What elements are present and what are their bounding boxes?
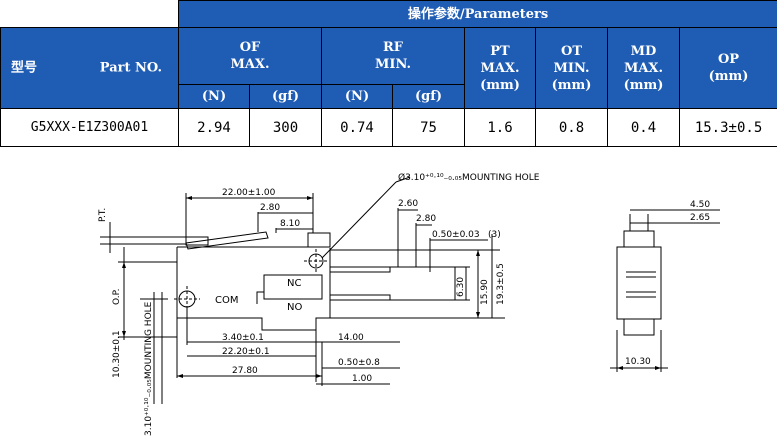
model-label-en: Part NO.	[99, 60, 162, 76]
ot-name: OT	[561, 43, 582, 59]
model-label-zh: 型号	[11, 60, 38, 76]
rf-header: RF MIN.	[321, 27, 465, 85]
dim-2-80b: 2.80	[416, 214, 436, 224]
dim-2-60: 2.60	[398, 199, 418, 209]
terminal-lower	[329, 294, 391, 301]
pt-value: 1.6	[464, 108, 536, 147]
op-header: OP (mm)	[678, 27, 777, 109]
rf-unit-gf: (gf)	[392, 84, 465, 109]
dim-1-00: 1.00	[352, 374, 372, 384]
plunger	[307, 232, 331, 248]
ot-unit: (mm)	[551, 77, 592, 93]
rf-sub: MIN.	[374, 57, 412, 72]
nc-label: NC	[287, 278, 301, 289]
of-name: OF	[239, 40, 261, 55]
dim-19-3: 19.3±0.5	[496, 263, 506, 305]
dim-22-00: 22.00±1.00	[222, 188, 276, 198]
rf-gf-value: 75	[392, 108, 465, 147]
rf-n-value: 0.74	[321, 108, 393, 147]
dim-mounting-hole-vertical: 3.10⁺⁰·¹⁰₋₀.₀₅MOUNTING HOLE	[144, 301, 154, 436]
rf-unit-n: (N)	[321, 84, 393, 109]
ot-value: 0.8	[535, 108, 608, 147]
com-label: COM	[215, 295, 238, 306]
of-unit-n: (N)	[178, 84, 250, 109]
dim-6-30: 6.30	[456, 277, 466, 297]
md-sub: MAX.	[623, 60, 664, 76]
op-label: O.P.	[112, 289, 122, 305]
dim-0-50a-note: (3)	[488, 230, 501, 240]
op-unit: (mm)	[708, 69, 749, 84]
dim-14-00: 14.00	[338, 333, 364, 343]
dim-0-50a: 0.50±0.03	[432, 230, 480, 240]
of-sub: MAX.	[230, 57, 270, 72]
md-name: MD	[630, 43, 657, 59]
of-unit-gf: (gf)	[249, 84, 322, 109]
dim-0-50b: 0.50±0.8	[338, 358, 380, 368]
dim-2-65: 2.65	[690, 213, 710, 223]
switch-body	[176, 247, 331, 331]
no-label: NO	[287, 302, 302, 313]
of-n-value: 2.94	[178, 108, 250, 147]
blank-corner	[0, 0, 179, 28]
dim-3-40: 3.40±0.1	[222, 333, 264, 343]
rf-name: RF	[382, 40, 404, 55]
dim-10-30h: 10.30	[625, 357, 651, 367]
dim-15-90: 15.90	[480, 279, 490, 305]
pt-unit: (mm)	[480, 77, 520, 93]
switch-drawing: Ø3.10⁺⁰·¹⁰₋₀.₀₅MOUNTING HOLE 22.00±1.00 …	[98, 172, 720, 436]
parameters-table: 操作参数/Parameters 型号 Part NO. OF MAX. RF MIN…	[0, 0, 777, 147]
md-value: 0.4	[607, 108, 680, 147]
actuator-lever	[185, 231, 269, 250]
part-number: G5XXX-E1Z300A01	[0, 108, 179, 147]
terminal-box	[263, 274, 323, 300]
op-name: OP	[717, 52, 740, 67]
dim-8-10: 8.10	[280, 219, 300, 229]
of-header: OF MAX.	[178, 27, 322, 85]
pt-sub: MAX.	[480, 60, 520, 76]
op-value: 15.3±0.5	[678, 108, 777, 147]
dim-10-30v: 10.30±0.1	[112, 330, 122, 378]
dim-27-80: 27.80	[232, 366, 258, 376]
side-view-body	[616, 246, 662, 320]
of-gf-value: 300	[249, 108, 322, 147]
ot-sub: MIN.	[553, 60, 590, 76]
terminal-upper	[329, 266, 391, 273]
dim-2-80a: 2.80	[260, 203, 280, 213]
dim-mounting-hole: Ø3.10⁺⁰·¹⁰₋₀.₀₅MOUNTING HOLE	[398, 172, 540, 183]
parameters-header: 操作参数/Parameters	[177, 0, 777, 28]
pt-name: PT	[490, 43, 510, 59]
dim-22-20: 22.20±0.1	[222, 347, 270, 357]
pt-label: P.T.	[98, 208, 108, 222]
dim-4-50: 4.50	[690, 200, 710, 210]
md-unit: (mm)	[623, 77, 664, 93]
part-no-header: 型号 Part NO.	[0, 27, 179, 109]
